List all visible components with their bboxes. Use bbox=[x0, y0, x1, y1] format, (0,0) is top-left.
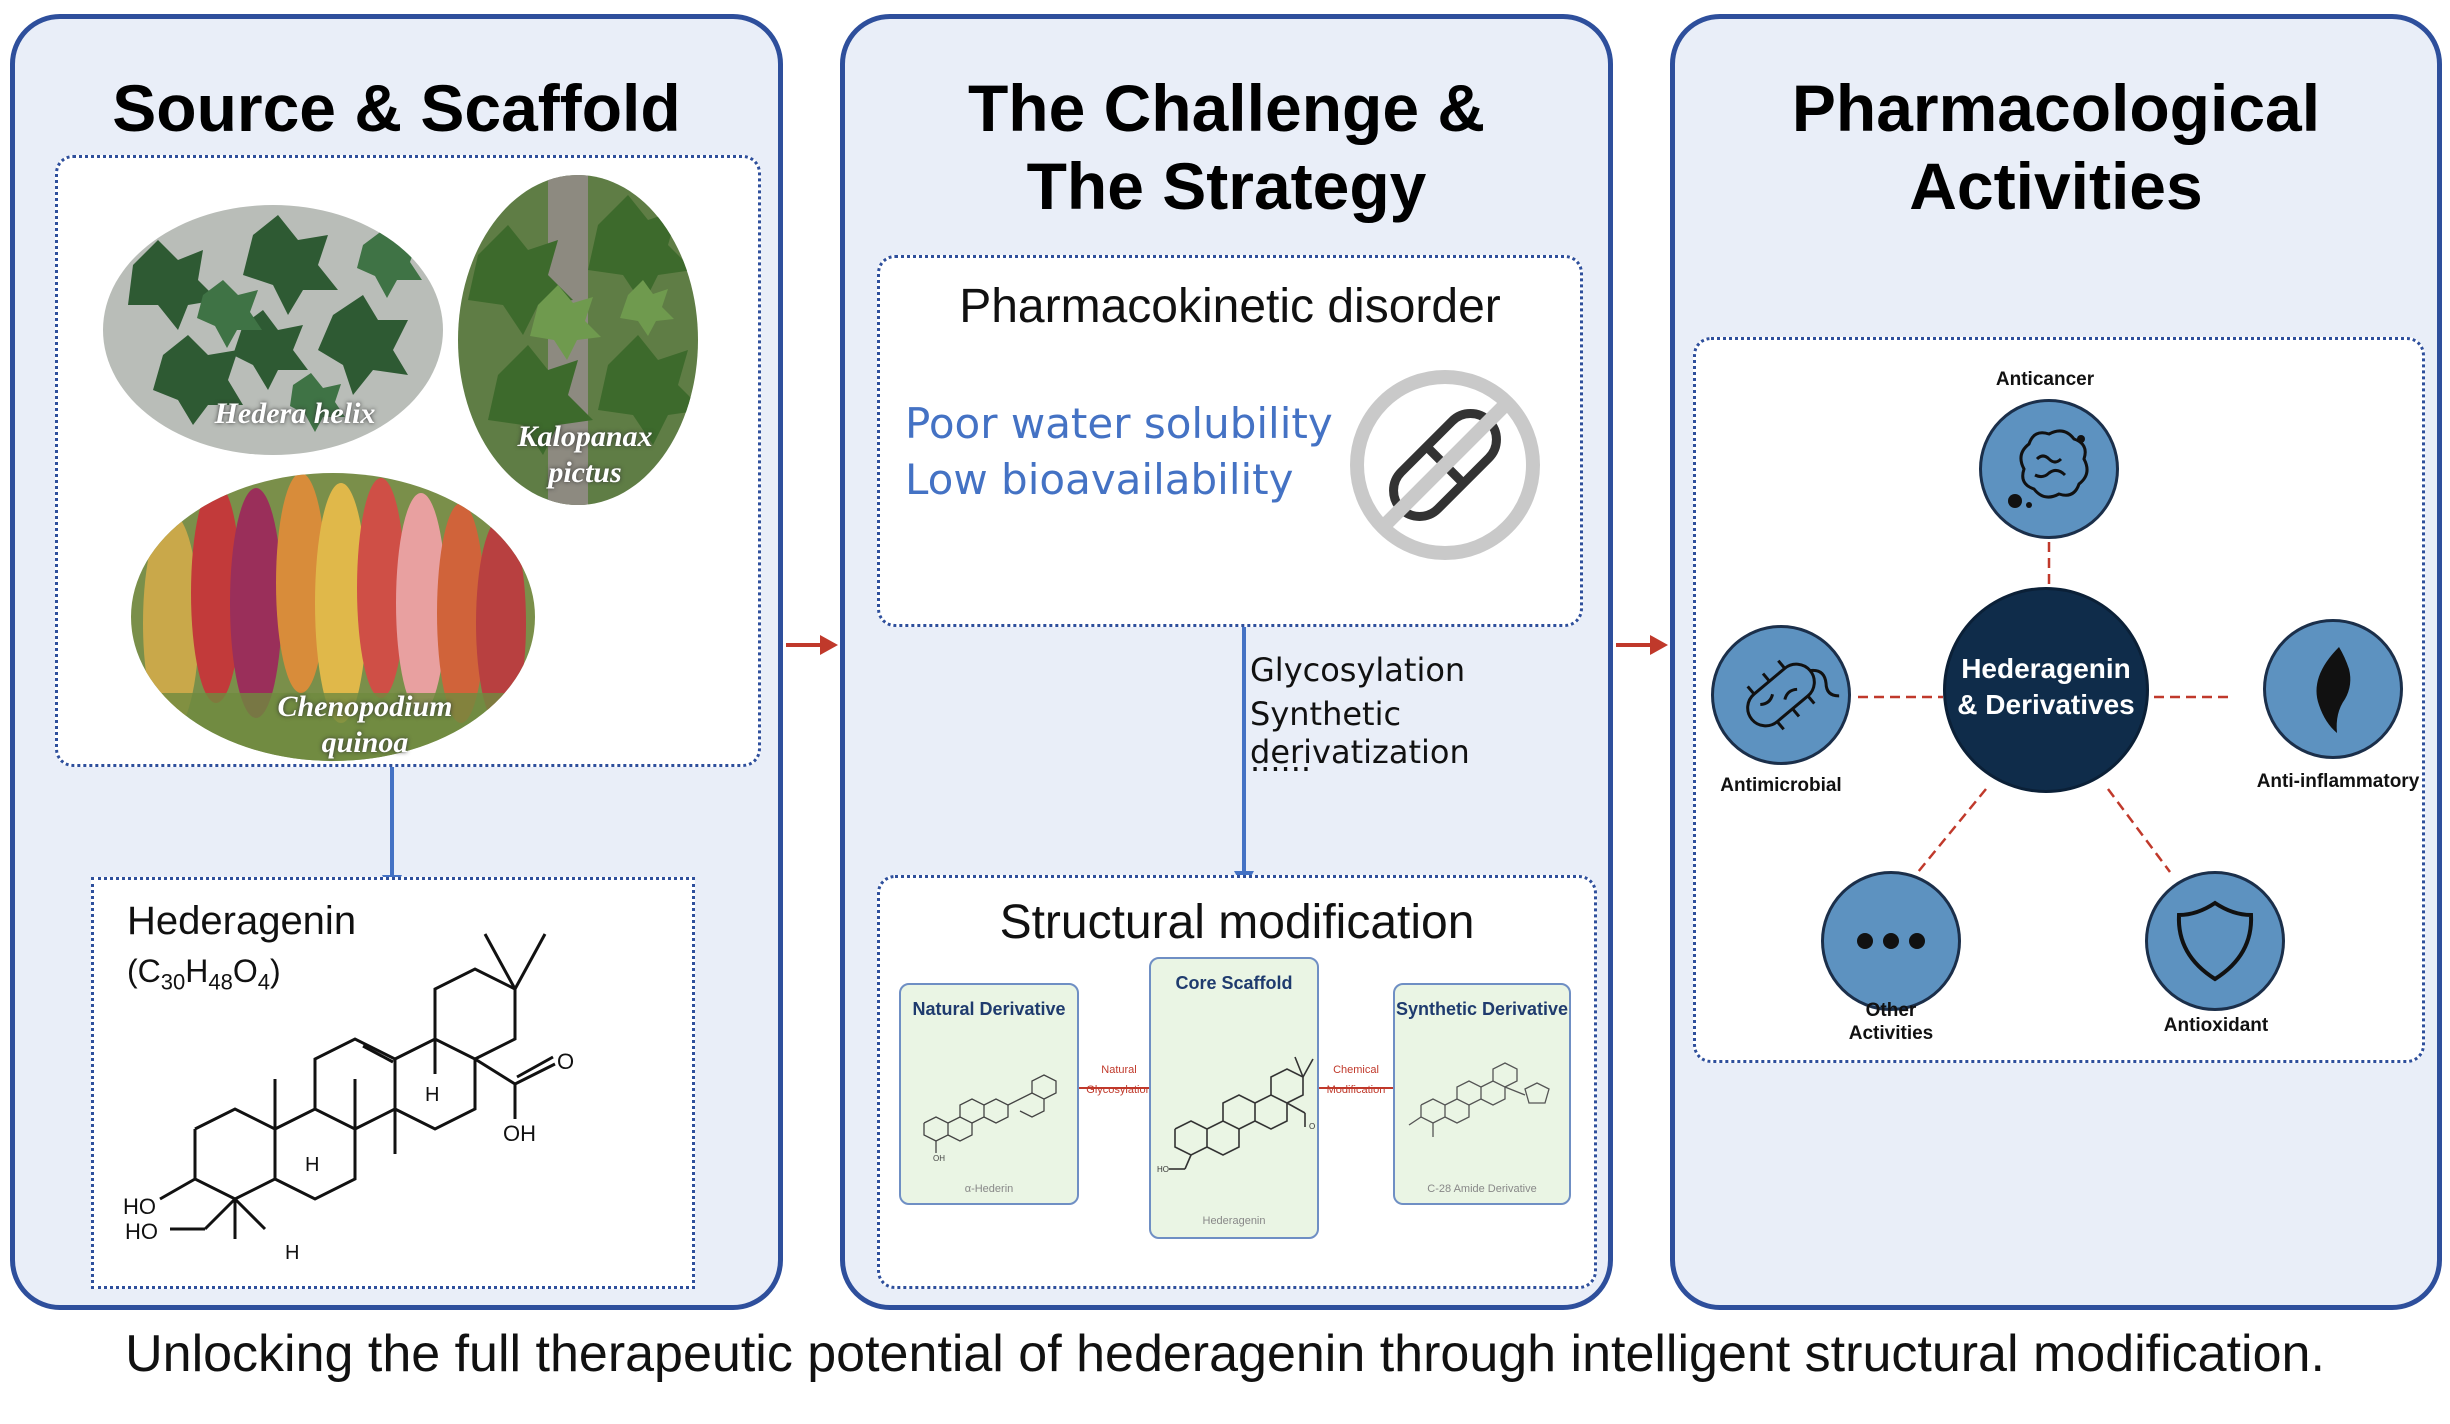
hederagenin-derivatives-hub bbox=[1943, 587, 2149, 793]
core-scaffold-title: Core Scaffold bbox=[1175, 973, 1293, 993]
problem-low-bioavailability: Low bioavailability bbox=[905, 455, 1294, 504]
compound-name: Hederagenin bbox=[127, 899, 357, 943]
svg-text:HO: HO bbox=[1157, 1165, 1169, 1174]
kalopanax-label-line2: pictus bbox=[548, 456, 622, 489]
shield-icon bbox=[2176, 900, 2254, 982]
tumor-cell-icon bbox=[2008, 429, 2089, 508]
strategy-glycosylation: Glycosylation bbox=[1250, 651, 1466, 689]
c28-amide-structure bbox=[1408, 1062, 1550, 1137]
pharmacological-activities-title: Pharmacological Activities bbox=[1791, 71, 2321, 223]
kalopanax-label-line1: Kalopanax bbox=[517, 420, 653, 453]
other-activities-node bbox=[1821, 871, 1961, 1011]
alpha-hederin-structure: OH bbox=[923, 1074, 1057, 1163]
source-to-scaffold-arrow bbox=[382, 767, 402, 893]
ellipsis-icon bbox=[1857, 933, 1925, 949]
structure-h-2: H bbox=[305, 1154, 319, 1176]
antimicrobial-label: Antimicrobial bbox=[1720, 775, 1842, 796]
problem-poor-water-solubility: Poor water solubility bbox=[905, 399, 1333, 448]
strategy-synthetic-derivatization: Synthetic derivatization bbox=[1250, 695, 1470, 771]
natural-glycosylation-label: Natural Glycosylation bbox=[1086, 1064, 1152, 1096]
hederagenin-structure-box bbox=[91, 877, 695, 1289]
chenopodium-quinoa-image bbox=[131, 473, 535, 761]
core-scaffold-caption: Hederagenin bbox=[1202, 1215, 1266, 1227]
anticancer-label: Anticancer bbox=[1995, 369, 2095, 390]
svg-text:O: O bbox=[1309, 1122, 1315, 1131]
chenopodium-quinoa-label: Chenopodium quinoa bbox=[235, 689, 495, 761]
structure-h-1: H bbox=[425, 1084, 439, 1106]
synthetic-derivative-card: Synthetic Derivative C-28 Amide Derivati… bbox=[1393, 983, 1571, 1205]
chemical-modification-link bbox=[1319, 1087, 1393, 1089]
hederagenin-structure: HO HO O OH H H H bbox=[123, 933, 574, 1264]
c28-amide-caption: C-28 Amide Derivative bbox=[1427, 1183, 1537, 1195]
natural-derivative-card: Natural Derivative OH α-Hederin bbox=[899, 983, 1079, 1205]
challenge-strategy-title: The Challenge & The Strategy bbox=[967, 71, 1486, 223]
natural-glycosylation-link bbox=[1079, 1087, 1159, 1089]
challenge-strategy-panel: The Challenge & The Strategy Pharmacokin… bbox=[840, 14, 1613, 1310]
structure-oh: OH bbox=[503, 1121, 536, 1146]
hub-label: Hederagenin & Derivatives bbox=[1957, 653, 2135, 720]
strategy-more: ...... bbox=[1250, 741, 1312, 779]
structure-h-3: H bbox=[285, 1242, 299, 1264]
source-scaffold-panel: Source & Scaffold Hedera helix bbox=[10, 14, 783, 1310]
kalopanax-pictus-label: Kalopanax pictus bbox=[495, 419, 675, 491]
footer-caption: Unlocking the full therapeutic potential… bbox=[125, 1325, 2325, 1383]
no-pill-icon bbox=[1350, 370, 1540, 560]
activity-connectors bbox=[1858, 542, 2233, 873]
hedera-helix-image bbox=[103, 205, 443, 455]
bacterium-icon bbox=[1746, 659, 1840, 731]
anti-inflammatory-label: Anti-inflammatory bbox=[2256, 771, 2420, 792]
panel2-to-panel3-arrow bbox=[1616, 635, 1668, 655]
chenopodium-label-line1: Chenopodium bbox=[277, 690, 453, 723]
core-scaffold-structure: O HO bbox=[1157, 1056, 1315, 1174]
compound-formula: (C30H48O4) bbox=[127, 953, 281, 995]
structure-ho-1: HO bbox=[123, 1194, 156, 1219]
other-activities-label: Other Activities bbox=[1848, 1000, 1934, 1044]
panel1-to-panel2-arrow bbox=[786, 635, 838, 655]
antioxidant-node bbox=[2145, 871, 2285, 1011]
structural-modification-title: Structural modification bbox=[999, 896, 1475, 949]
structure-ho-2: HO bbox=[125, 1219, 158, 1244]
source-scaffold-title: Source & Scaffold bbox=[112, 71, 681, 145]
hedera-helix-label: Hedera helix bbox=[214, 397, 376, 430]
anticancer-node bbox=[1979, 399, 2119, 539]
alpha-hederin-caption: α-Hederin bbox=[964, 1183, 1014, 1195]
pharmacological-activities-panel: Pharmacological Activities Hederagenin &… bbox=[1670, 14, 2442, 1310]
flame-icon bbox=[2316, 647, 2351, 733]
antimicrobial-node bbox=[1711, 625, 1851, 765]
natural-derivative-title: Natural Derivative bbox=[912, 999, 1066, 1019]
svg-text:OH: OH bbox=[933, 1154, 945, 1163]
synthetic-derivative-title: Synthetic Derivative bbox=[1395, 999, 1569, 1019]
antioxidant-label: Antioxidant bbox=[2163, 1015, 2269, 1036]
chenopodium-label-line2: quinoa bbox=[321, 726, 409, 759]
core-scaffold-card: Core Scaffold O HO Hederagenin bbox=[1149, 957, 1319, 1239]
pharmacokinetic-disorder-title: Pharmacokinetic disorder bbox=[959, 280, 1501, 333]
chemical-modification-label: Chemical Modification bbox=[1326, 1064, 1386, 1096]
kalopanax-pictus-image bbox=[458, 175, 698, 505]
structure-o: O bbox=[557, 1049, 574, 1074]
